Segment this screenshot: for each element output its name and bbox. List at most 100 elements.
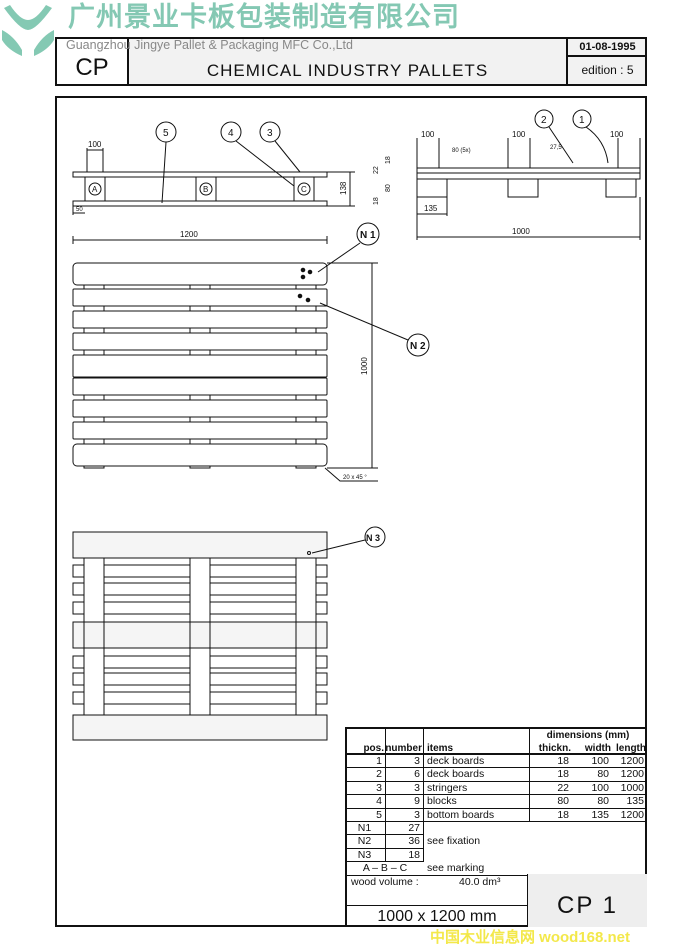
table-cell-item: blocks	[423, 795, 529, 809]
callout-4: 4	[228, 128, 234, 139]
dim-top-3: 100	[610, 130, 624, 139]
edition: edition : 5	[581, 63, 634, 77]
dim-gap: 80 (5x)	[452, 148, 471, 154]
watermark-company-en: Guangzhou Jingye Pallet & Packaging MFC …	[66, 38, 353, 52]
callout-n3: N 3	[366, 533, 380, 543]
header-number: number	[385, 743, 423, 755]
bottom-board	[72, 714, 328, 741]
table-cell-length: 135	[612, 795, 647, 809]
company-logo-icon	[2, 5, 54, 56]
table-cell-thickness: 80	[529, 795, 572, 809]
table-divider	[529, 729, 530, 822]
dim-width: 1000	[512, 227, 530, 236]
bottom-view	[72, 531, 328, 741]
block-label-a: A	[92, 185, 98, 194]
table-cell-length: 1200	[612, 809, 647, 822]
deck-board	[72, 354, 328, 378]
dim-top-view-width: 1000	[360, 357, 369, 375]
fixation-number: 36	[385, 835, 423, 849]
fixation-pos: N2	[347, 835, 385, 849]
side-view-right: 100 100 100 80 (5x) 27,5 18 22 80 18 135…	[373, 109, 641, 240]
table-cell-width: 135	[572, 809, 612, 822]
dim-v-18b: 18	[373, 197, 380, 205]
table-cell-width: 100	[572, 755, 612, 769]
chamfer-note: 20 x 45 °	[343, 475, 367, 481]
table-cell-length: 1200	[612, 768, 647, 782]
deck-board	[72, 399, 328, 418]
table-cell-item: deck boards	[423, 768, 529, 782]
table-cell-number: 6	[385, 768, 423, 782]
dim-v-80: 80	[385, 184, 392, 192]
callout-n2: N 2	[410, 341, 426, 352]
table-cell-number: 9	[385, 795, 423, 809]
table-cell-pos: 2	[347, 768, 385, 782]
table-cell-number: 3	[385, 782, 423, 796]
dim-board-width: 100	[88, 140, 102, 149]
table-cell-number: 3	[385, 809, 423, 822]
dim-top-2: 100	[512, 130, 526, 139]
nail-mark	[305, 297, 311, 303]
dim-v-22: 22	[373, 166, 380, 174]
table-divider	[385, 729, 386, 862]
table-cell-thickness: 18	[529, 809, 572, 822]
callout-5: 5	[163, 128, 169, 139]
drawing-frame	[55, 96, 647, 927]
wood-volume-label: wood volume :	[351, 875, 419, 888]
top-view	[72, 262, 328, 469]
dim-height: 138	[339, 181, 348, 195]
block-label-c: C	[301, 185, 307, 194]
table-cell-pos: 4	[347, 795, 385, 809]
table-cell-width: 80	[572, 768, 612, 782]
header-width: width	[572, 742, 612, 755]
table-cell-thickness: 22	[529, 782, 572, 796]
deck-board	[72, 332, 328, 351]
category-code: CP	[57, 39, 129, 84]
deck-board	[72, 310, 328, 329]
dimensions-label: dimensions (mm)	[546, 730, 630, 741]
bottom-board-over-stringer	[189, 621, 211, 649]
table-cell-item: bottom boards	[423, 809, 529, 822]
deck-board	[72, 288, 328, 307]
deck-board	[72, 421, 328, 440]
header-thickness: thickn.	[529, 742, 572, 755]
deck-board	[72, 377, 328, 396]
date-edition-box: 01-08-1995 edition : 5	[566, 39, 647, 84]
title-block: CP CHEMICAL INDUSTRY PALLETS 01-08-1995 …	[55, 37, 647, 86]
page-title: CHEMICAL INDUSTRY PALLETS	[206, 61, 489, 80]
callout-1: 1	[579, 115, 585, 126]
table-cell-length: 1000	[612, 782, 647, 796]
nail-mark	[297, 293, 303, 299]
date: 01-08-1995	[568, 39, 647, 57]
table-cell-pos: 5	[347, 809, 385, 822]
bottom-board-over-stringer	[295, 621, 317, 649]
side-view-left: A B C 100 50 138 1200 5 4 3	[72, 121, 355, 244]
nail-mark	[307, 551, 311, 555]
header-items: items	[423, 742, 529, 755]
table-cell-thickness: 18	[529, 755, 572, 769]
callout-2: 2	[541, 115, 547, 126]
table-cell-item: deck boards	[423, 755, 529, 769]
table-cell-pos: 1	[347, 755, 385, 769]
watermark-footer: 中国木业信息网 wood168.net	[430, 929, 631, 946]
dim-v-18: 18	[385, 156, 392, 164]
table-cell-item: stringers	[423, 782, 529, 796]
table-cell-length: 1200	[612, 755, 647, 769]
dim-top-1: 100	[421, 130, 435, 139]
callout-n1: N 1	[360, 230, 376, 241]
table-cell-width: 100	[572, 782, 612, 796]
dim-overhang: 50	[76, 207, 83, 213]
deck-board	[72, 262, 328, 286]
fixation-note: see fixation	[427, 835, 481, 848]
table-divider	[423, 729, 424, 862]
deck-board	[72, 443, 328, 467]
table-cell-pos: 3	[347, 782, 385, 796]
header-pos: pos.	[347, 742, 385, 755]
table-cell-number: 3	[385, 755, 423, 769]
drawing-code: CP 1	[527, 874, 647, 927]
bottom-board-over-stringer	[83, 621, 105, 649]
table-cell-thickness: 18	[529, 768, 572, 782]
fixation-pos: N1	[347, 822, 385, 836]
block-label-b: B	[203, 185, 208, 194]
pallet-size: 1000 x 1200 mm	[347, 905, 527, 927]
